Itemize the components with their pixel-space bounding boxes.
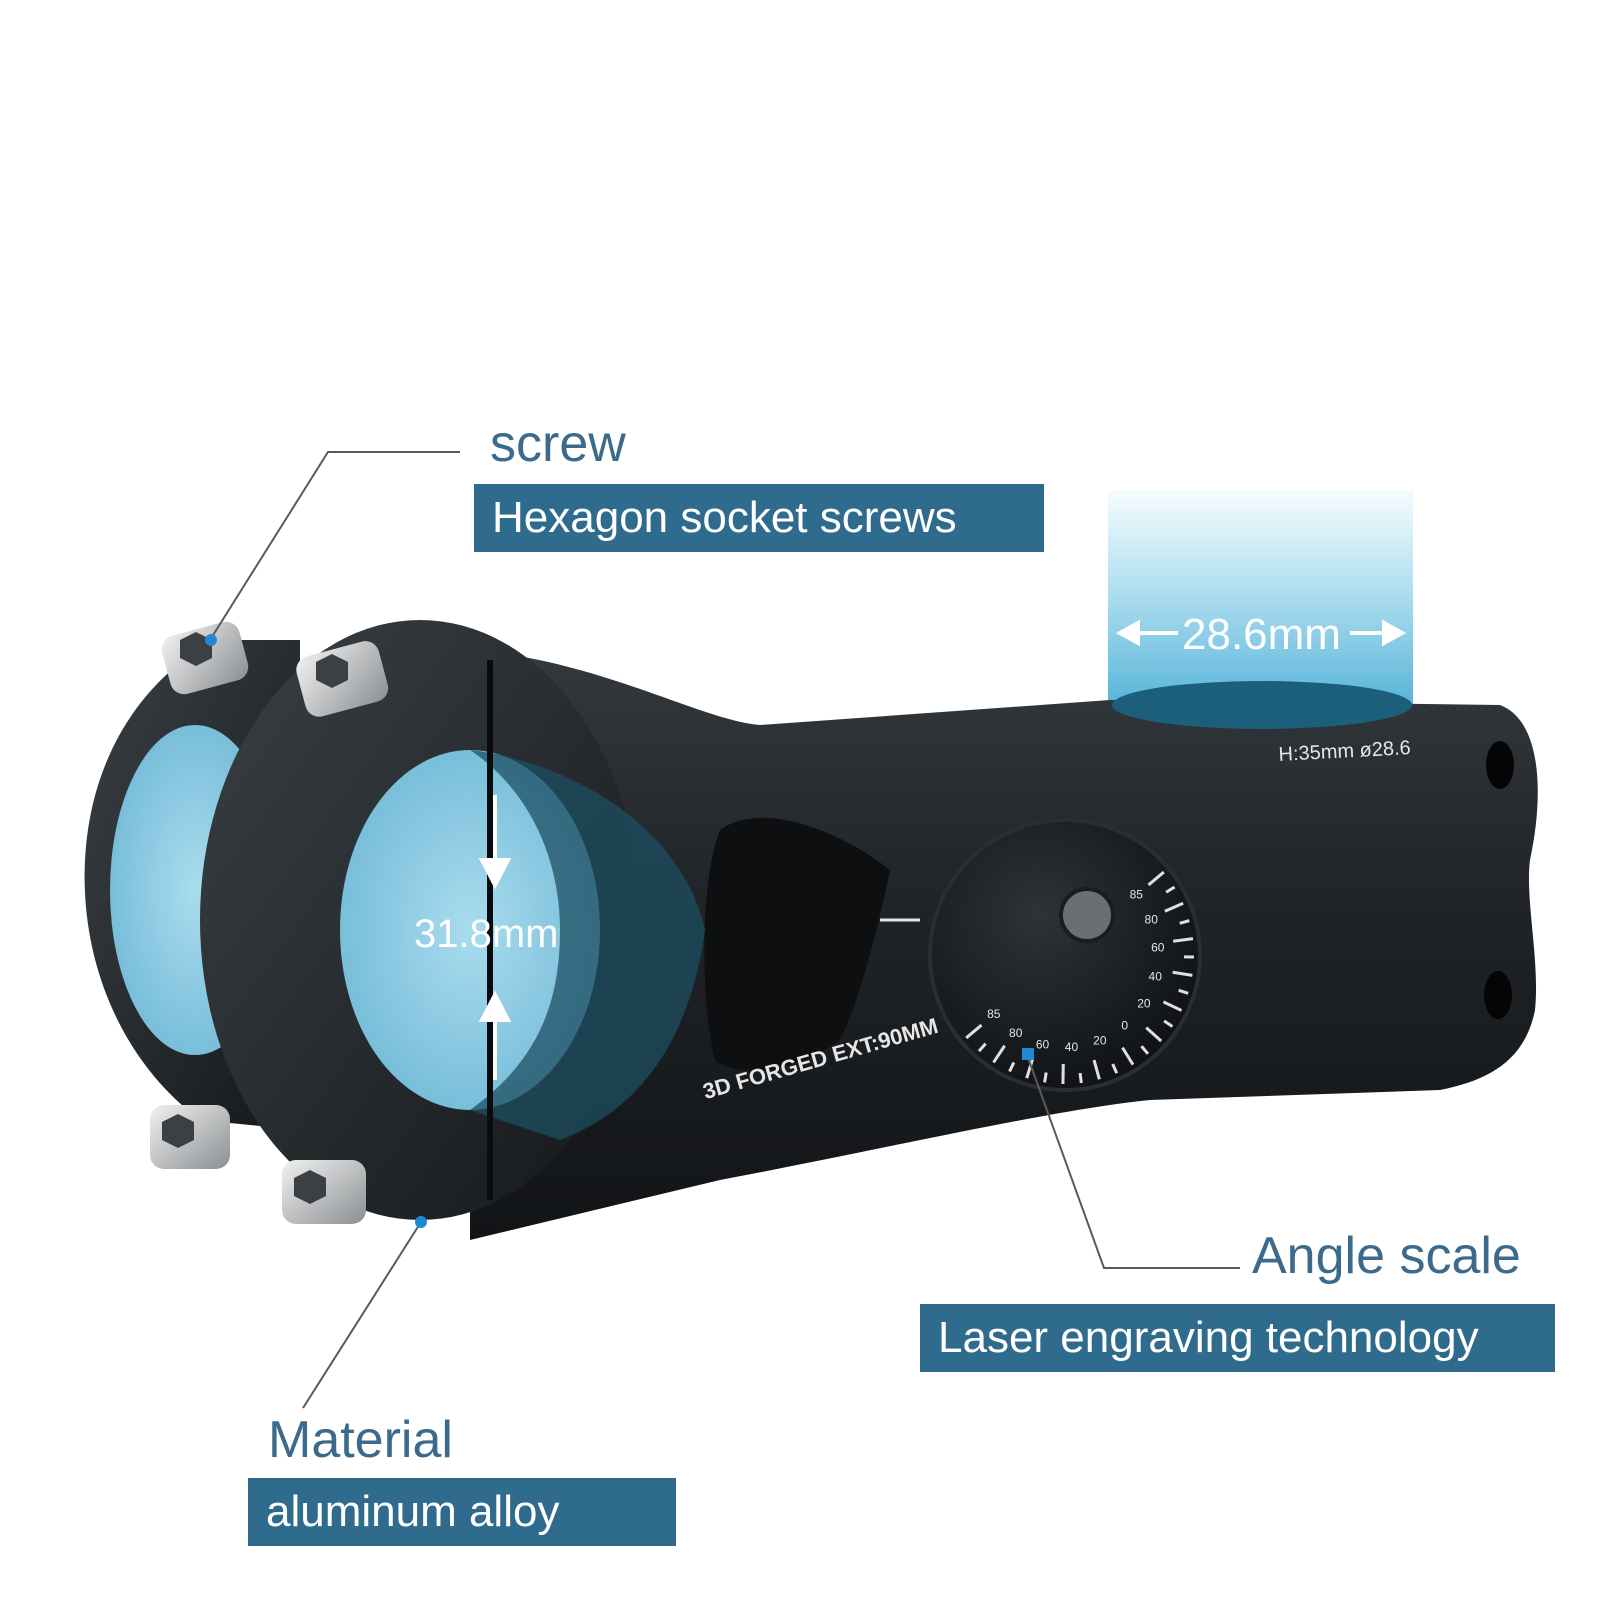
dial-tick — [1078, 1072, 1083, 1084]
dial-tick — [977, 1042, 987, 1053]
bolt-bottom-left — [150, 1105, 230, 1169]
dial-tick — [1172, 970, 1193, 977]
dial-scale-label: 85 — [987, 1007, 1001, 1021]
dial-tick — [1111, 1063, 1119, 1074]
material-dot — [415, 1216, 427, 1228]
screw-callout-tag: Hexagon socket screws — [474, 484, 1044, 552]
side-hole-bottom — [1484, 971, 1512, 1019]
dial-scale-label: 0 — [1121, 1018, 1128, 1032]
dial-tick — [1025, 1058, 1035, 1079]
dial-tick — [1140, 1045, 1150, 1055]
steerer-diameter-label: 28.6mm — [1182, 610, 1341, 659]
clamp-dimension-arrows — [478, 795, 512, 1080]
angle-leader-line — [1026, 1054, 1240, 1269]
dial-tick — [1172, 937, 1194, 943]
dial-tick — [1145, 1026, 1163, 1043]
dial-tick — [1043, 1072, 1048, 1083]
dial-tick — [1092, 1059, 1101, 1080]
side-hole-top — [1486, 741, 1514, 789]
screw-dot — [205, 634, 217, 646]
dial-scale-label: 40 — [1065, 1040, 1079, 1054]
dial-tick — [1162, 1000, 1183, 1012]
steerer-top — [1112, 681, 1412, 729]
dial-tick — [1164, 901, 1184, 913]
bolt-top-right — [296, 641, 389, 717]
angle-dot — [1022, 1048, 1034, 1060]
dial-scale-label: 80 — [1009, 1026, 1023, 1040]
steerer-highlight — [1108, 490, 1413, 705]
front-clamp-bore — [340, 750, 600, 1110]
bolt-top-left — [161, 621, 249, 695]
dial-scale-label: 60 — [1151, 941, 1165, 955]
dial-tick — [1121, 1046, 1135, 1066]
dial-ticks — [965, 870, 1195, 1085]
dial-scale-label: 80 — [1145, 912, 1159, 926]
material-callout-tag: aluminum alloy — [248, 1478, 676, 1546]
clamp-diameter-label: 31.8mm — [414, 912, 559, 956]
bore-depth — [470, 750, 705, 1140]
angle-callout-title: Angle scale — [1252, 1227, 1521, 1285]
bolt-bottom-right — [282, 1160, 366, 1224]
material-callout-title: Material — [268, 1411, 453, 1469]
dial-tick — [1178, 988, 1189, 995]
screw-callout-title: screw — [490, 415, 626, 473]
dial-scale-label: 20 — [1137, 996, 1151, 1010]
dial-scale-label: 85 — [1130, 887, 1144, 901]
angle-dial — [928, 818, 1202, 1092]
screw-leader-line — [209, 451, 460, 641]
dial-tick — [992, 1044, 1006, 1064]
dial-scale-label: 20 — [1093, 1033, 1107, 1047]
dial-tick — [1008, 1061, 1016, 1073]
dial-scale-label: 40 — [1149, 970, 1163, 984]
dial-tick — [1163, 1019, 1174, 1028]
dial-tick — [1165, 885, 1176, 894]
angle-callout-tag: Laser engraving technology — [920, 1304, 1555, 1372]
dial-tick — [1147, 870, 1165, 887]
dial-tick — [965, 1023, 983, 1040]
material-leader-line — [302, 1221, 422, 1409]
body-window — [704, 817, 890, 1071]
dial-tick — [1179, 919, 1190, 925]
dial-center-bolt — [1059, 887, 1115, 943]
steerer-dimension-arrows — [1115, 619, 1407, 647]
dial-scale-label: 60 — [1036, 1037, 1050, 1051]
